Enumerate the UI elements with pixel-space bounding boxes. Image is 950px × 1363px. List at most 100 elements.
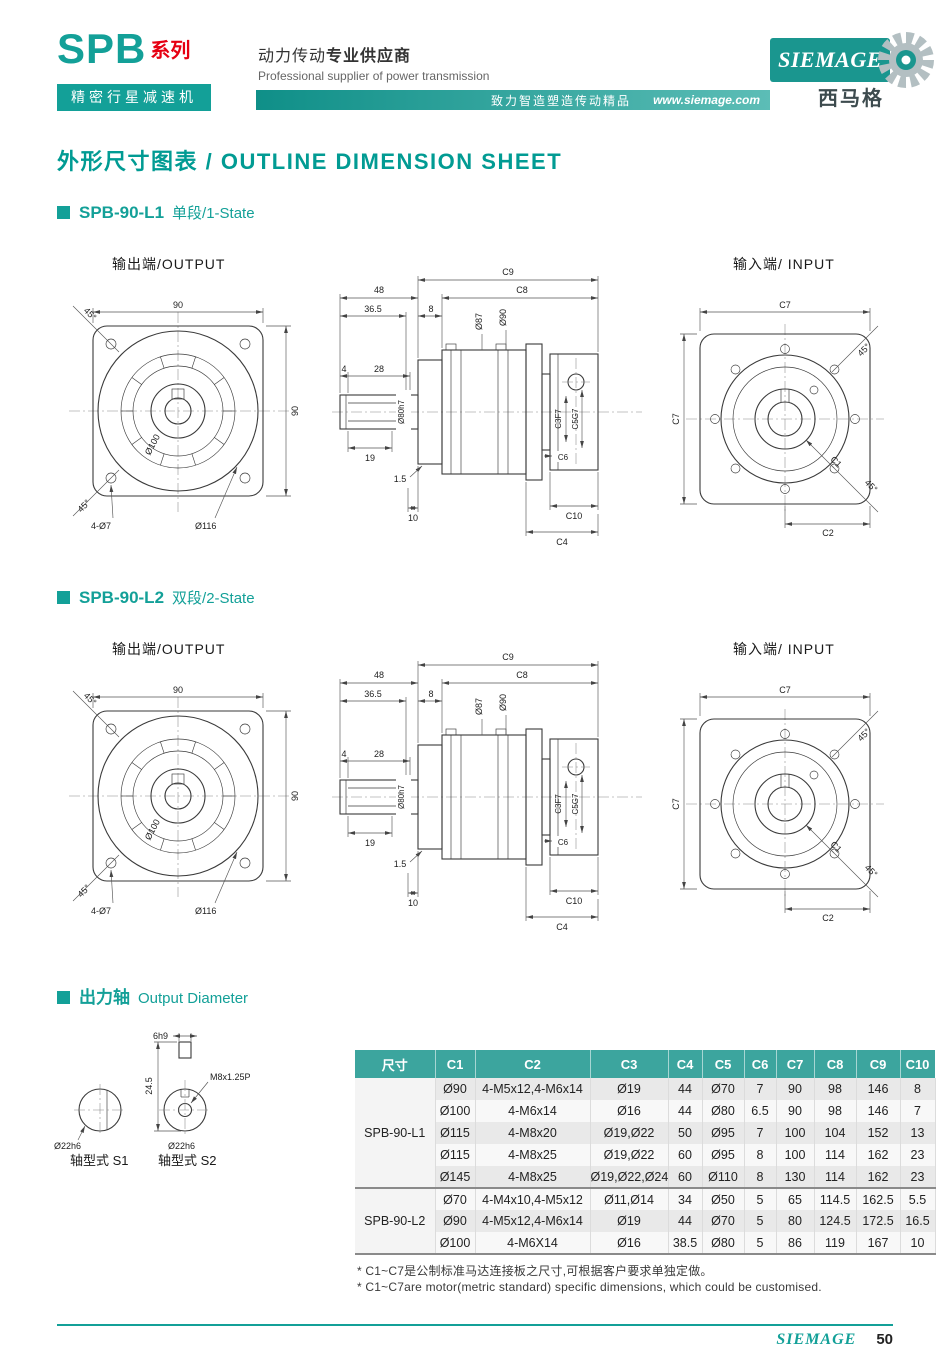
side-section-view: C9 48 C8 36.5 8 Ø87 Ø90 4 28 Ø80h7	[332, 267, 642, 547]
company-tagline: 动力传动专业供应商 Professional supplier of power…	[258, 42, 489, 83]
column-header: C6	[744, 1050, 777, 1078]
banner-website: www.siemage.com	[653, 93, 760, 107]
tagline-zh: 动力传动专业供应商	[258, 42, 489, 66]
dimension-cell: 4-M8x20	[475, 1122, 591, 1144]
dimension-cell: 60	[668, 1144, 703, 1166]
shaft-type-s2-label: 轴型式 S2	[158, 1153, 217, 1168]
dimension-cell: 98	[814, 1100, 857, 1122]
dim-shaft-dia: Ø80h7	[397, 784, 406, 809]
dim-c4: C4	[556, 537, 568, 547]
dim-36-5: 36.5	[364, 689, 382, 699]
side-dimensions: C9 48 C8 36.5 8 Ø87 Ø90 4 28 Ø80h7	[339, 652, 599, 932]
dimension-cell: 114	[814, 1144, 857, 1166]
column-header: C2	[475, 1050, 591, 1078]
dimension-cell: 5	[744, 1210, 777, 1232]
tagline-en: Professional supplier of power transmiss…	[258, 69, 490, 83]
dim-angle-bottom-right: 45°	[863, 478, 880, 495]
dim-c7-left: C7	[671, 413, 681, 425]
page-title: 外形尺寸图表 / OUTLINE DIMENSION SHEET	[57, 149, 563, 174]
shaft-end-views: 6h9 24.5 M8x1.25P Ø22h6 Ø22h6	[54, 1031, 251, 1151]
section-title: SPB-90-L1	[79, 203, 165, 222]
dim-8: 8	[428, 689, 433, 699]
dim-c6: C6	[558, 838, 569, 847]
dimension-cell: 8	[744, 1166, 777, 1188]
section-bullet	[57, 591, 70, 604]
dimension-cell: 4-M6X14	[475, 1232, 591, 1254]
dimension-cell: 5	[744, 1187, 777, 1210]
model-group-label: SPB-90-L1	[355, 1078, 436, 1188]
dimension-cell: 34	[668, 1187, 703, 1210]
dim-c1: C1	[829, 839, 844, 854]
dim-19: 19	[365, 453, 375, 463]
dimension-cell: Ø16	[590, 1232, 669, 1254]
dim-48: 48	[374, 670, 384, 680]
dimension-cell: 80	[776, 1210, 815, 1232]
dim-shaft-dia-s2: Ø22h6	[168, 1141, 195, 1151]
dim-c7-top: C7	[779, 685, 791, 695]
dim-c2: C2	[822, 528, 834, 538]
section-header-l1: SPB-90-L1 单段/1-State	[57, 202, 255, 224]
dim-c5g7: C5G7	[571, 793, 580, 814]
dimension-cell: Ø19	[590, 1078, 669, 1100]
dimension-cell: 44	[668, 1078, 703, 1100]
dimension-cell: 6.5	[744, 1100, 777, 1122]
side-section-view: C9 48 C8 36.5 8 Ø87 Ø90 4 28 Ø80h7	[332, 652, 642, 932]
dim-28: 28	[374, 364, 384, 374]
dim-mount-holes: 4-Ø7	[91, 521, 111, 531]
output-flange-view: 90 90 45° 45° Ø100 4-Ø7 Ø116	[69, 685, 300, 916]
dim-thread: M8x1.25P	[210, 1072, 251, 1082]
dimension-cell: Ø95	[702, 1144, 745, 1166]
column-header: C3	[590, 1050, 669, 1078]
dimension-cell: Ø110	[702, 1166, 745, 1188]
dimension-cell: Ø19,Ø22	[590, 1122, 669, 1144]
column-header: C7	[776, 1050, 815, 1078]
input-flange-view: C7 C7 C1 C2 45° 45°	[671, 300, 884, 538]
dimension-cell: 38.5	[668, 1232, 703, 1254]
input-view-label-l2: 输入端/ INPUT	[733, 641, 835, 657]
dimension-cell: 114	[814, 1166, 857, 1188]
tagline-zh-bold: 专业供应商	[326, 48, 412, 65]
gearbox-profile	[339, 728, 599, 866]
dimension-cell: 8	[900, 1078, 936, 1100]
dim-19: 19	[365, 838, 375, 848]
brand-logo: SIEMAGE	[770, 38, 890, 82]
dimension-cell: 7	[744, 1122, 777, 1144]
brand-name-zh: 西马格	[818, 88, 884, 110]
dim-4: 4	[341, 749, 346, 759]
dim-c3f7: C3F7	[554, 794, 563, 814]
side-drawing-l1: C9 48 C8 36.5 8 Ø87 Ø90 4 28 Ø80h7	[330, 262, 645, 552]
dim-bolt-circle: Ø100	[143, 433, 162, 457]
dimension-cell: Ø19,Ø22	[590, 1144, 669, 1166]
dimension-cell: 5.5	[900, 1187, 936, 1210]
dimension-cell: Ø19,Ø22,Ø24	[590, 1166, 669, 1188]
dim-mount-holes: 4-Ø7	[91, 906, 111, 916]
brand-name: SIEMAGE	[778, 47, 882, 72]
dimension-cell: 4-M8x25	[475, 1166, 591, 1188]
banner-slogan: 致力智造塑造传动精品	[491, 93, 632, 108]
section-bullet	[57, 991, 70, 1004]
dim-c8: C8	[516, 285, 528, 295]
dimension-cell: 167	[856, 1232, 901, 1254]
input-flange-body	[699, 333, 871, 505]
dimension-cell: 4-M5x12,4-M6x14	[475, 1078, 591, 1100]
dimension-cell: 152	[856, 1122, 901, 1144]
dimension-cell: Ø70	[702, 1078, 745, 1100]
slot-ring	[121, 741, 235, 851]
series-name: SPB	[57, 25, 147, 72]
dimension-cell: Ø90	[435, 1210, 476, 1232]
tagline-zh-normal: 动力传动	[258, 48, 327, 65]
dim-1-5: 1.5	[394, 859, 407, 869]
section-subtitle: 单段/1-State	[172, 205, 255, 222]
dimension-cell: 4-M8x25	[475, 1144, 591, 1166]
dim-flange-width: 90	[173, 685, 183, 695]
output-view-label-l1: 输出端/OUTPUT	[112, 256, 226, 272]
dim-10: 10	[408, 513, 418, 523]
